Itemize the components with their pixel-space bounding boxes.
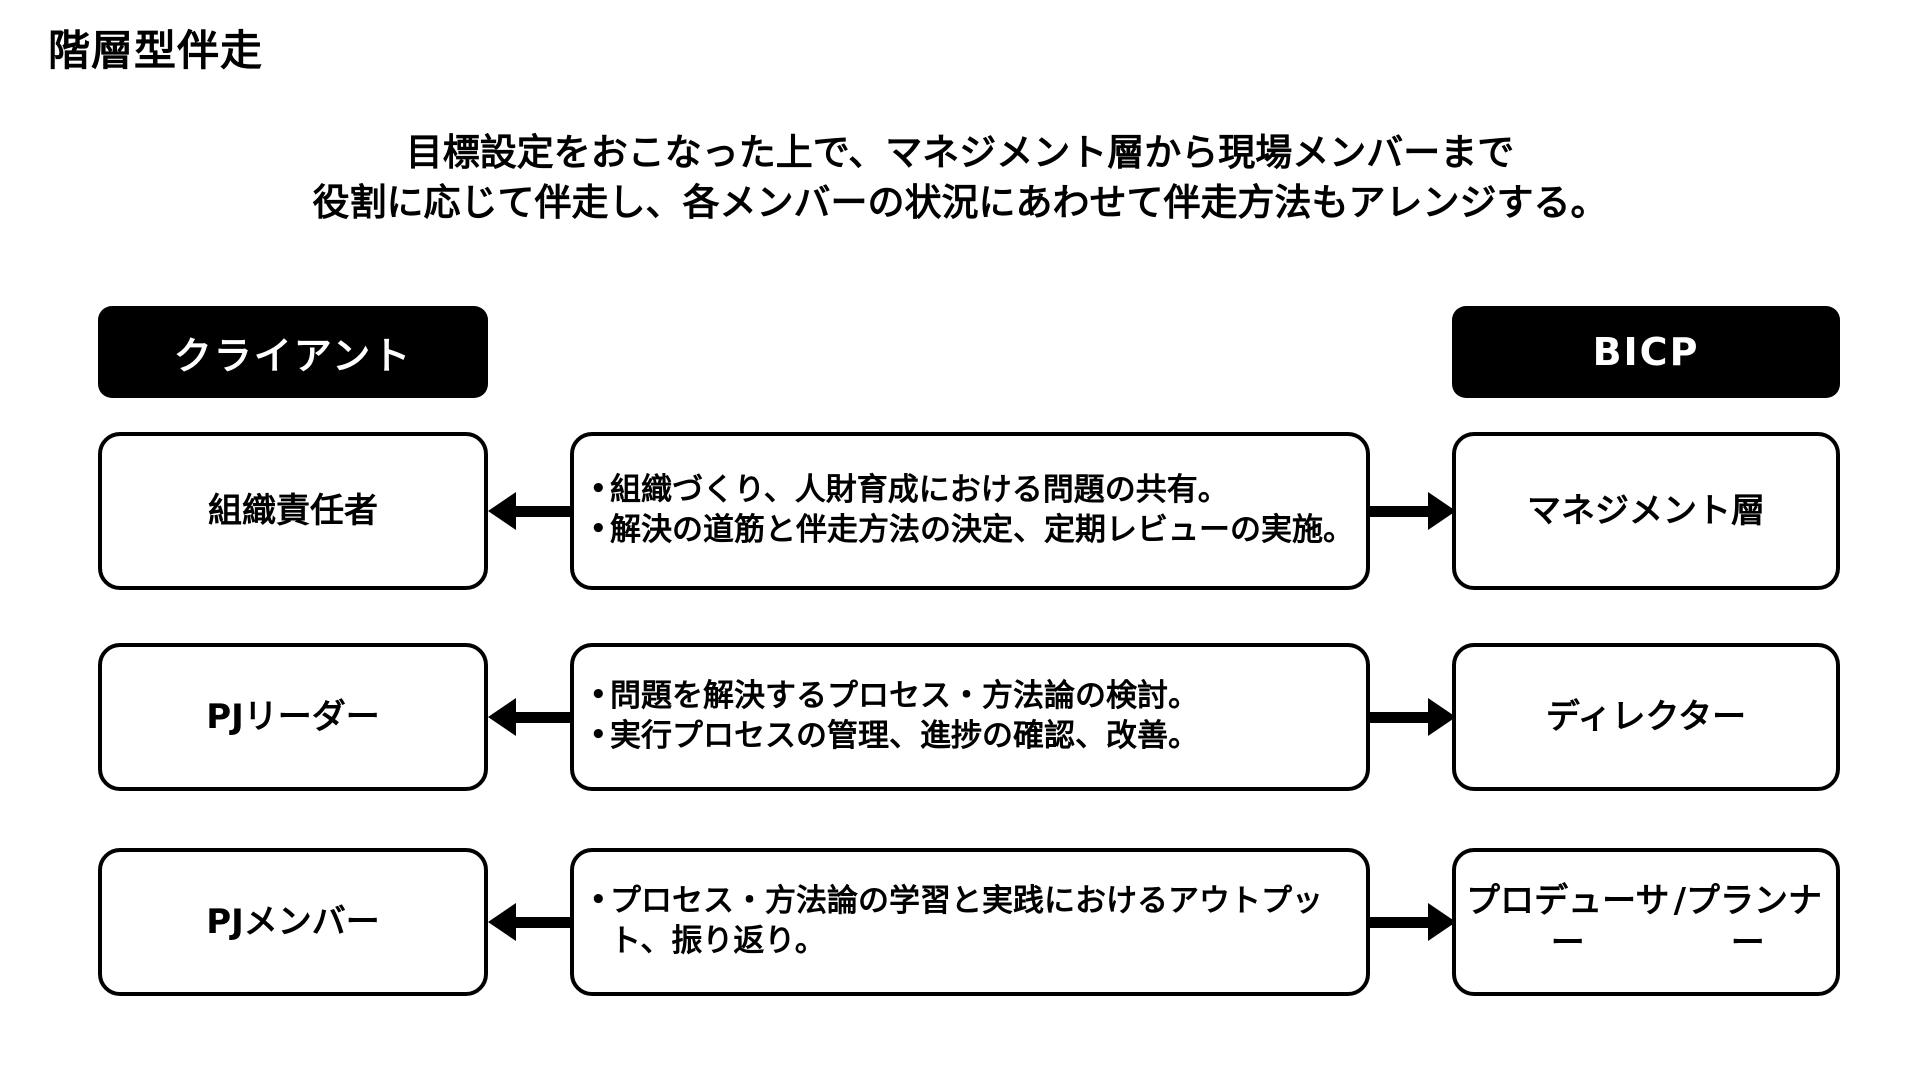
subtitle-block: 目標設定をおこなった上で、マネジメント層から現場メンバーまで 役割に応じて伴走し… (0, 128, 1920, 228)
bullet-item: 実行プロセスの管理、進捗の確認、改善。 (588, 717, 1354, 757)
subtitle-line-1: 目標設定をおこなった上で、マネジメント層から現場メンバーまで (405, 131, 1515, 174)
subtitle-line-2: 役割に応じて伴走し、各メンバーの状況にあわせて伴走方法もアレンジする。 (312, 180, 1608, 224)
arrow-shaft (514, 712, 574, 723)
column-header-bicp: BICP (1452, 306, 1840, 398)
page-title: 階層型伴走 (48, 26, 264, 75)
arrow-head-left-icon (488, 492, 516, 530)
arrow-head-left-icon (488, 903, 516, 941)
arrow-shaft (1366, 506, 1430, 517)
arrow-head-right-icon (1428, 698, 1456, 736)
bullet-item: プロセス・方法論の学習と実践におけるアウトプット、振り返り。 (588, 882, 1354, 961)
activity-box-row3: プロセス・方法論の学習と実践におけるアウトプット、振り返り。 (570, 848, 1370, 996)
left-role-box-row3: PJメンバー (98, 848, 488, 996)
right-role-box-row3: プロデューサー/プランナー (1452, 848, 1840, 996)
bullet-item: 問題を解決するプロセス・方法論の検討。 (588, 677, 1354, 717)
activity-box-row1: 組織づくり、人財育成における問題の共有。 解決の道筋と伴走方法の決定、定期レビュ… (570, 432, 1370, 590)
arrow-shaft (1366, 917, 1430, 928)
arrow-shaft (514, 506, 574, 517)
arrow-shaft (514, 917, 574, 928)
bullet-item: 解決の道筋と伴走方法の決定、定期レビューの実施。 (588, 511, 1354, 551)
arrow-head-left-icon (488, 698, 516, 736)
left-role-box-row2: PJリーダー (98, 643, 488, 791)
column-header-client: クライアント (98, 306, 488, 398)
activity-box-row2: 問題を解決するプロセス・方法論の検討。 実行プロセスの管理、進捗の確認、改善。 (570, 643, 1370, 791)
bullet-item: 組織づくり、人財育成における問題の共有。 (588, 471, 1354, 511)
arrow-head-right-icon (1428, 492, 1456, 530)
arrow-shaft (1366, 712, 1430, 723)
arrow-head-right-icon (1428, 903, 1456, 941)
right-role-box-row1: マネジメント層 (1452, 432, 1840, 590)
left-role-box-row1: 組織責任者 (98, 432, 488, 590)
right-role-box-row2: ディレクター (1452, 643, 1840, 791)
